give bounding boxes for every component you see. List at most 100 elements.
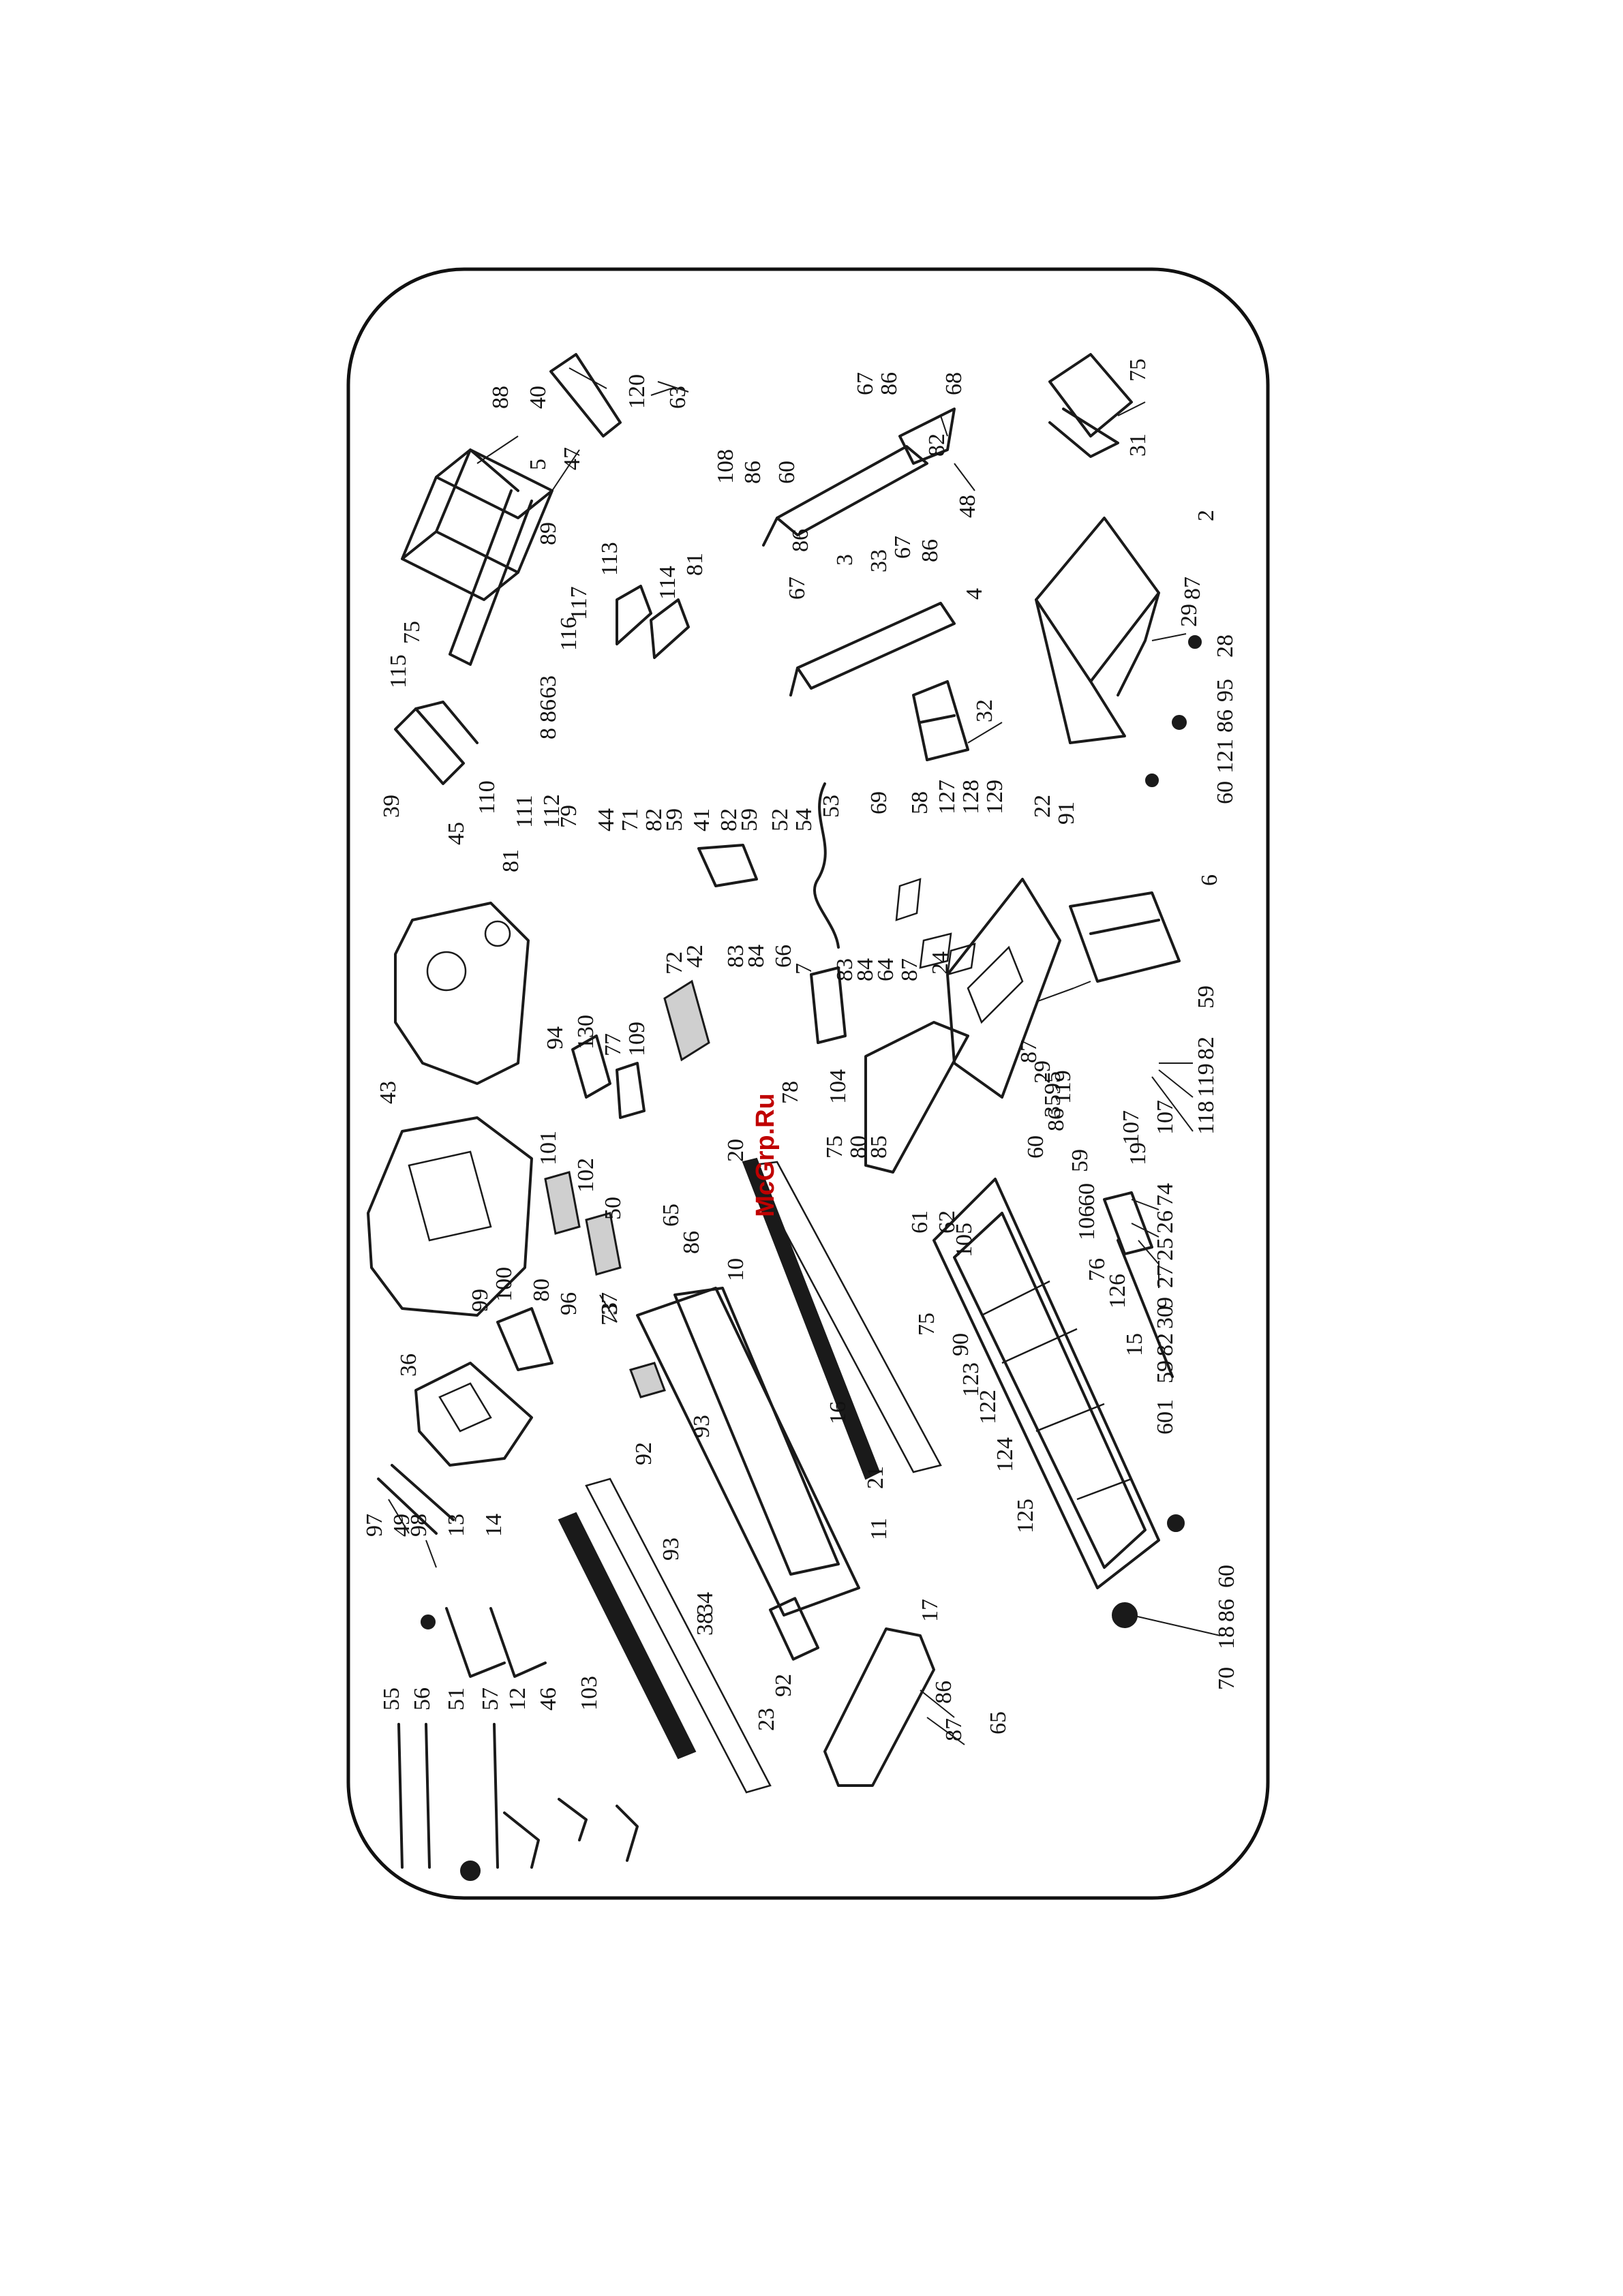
part-number-label: 75: [914, 1313, 939, 1336]
part-number-label: 38: [693, 1612, 718, 1636]
part-number-label: 87: [1180, 577, 1205, 600]
part-number-label: 92: [771, 1674, 796, 1697]
part-motor-roller: [663, 979, 710, 1062]
part-number-label: 111: [512, 795, 537, 828]
part-keypad-screen: [438, 1382, 492, 1433]
part-number-label: 67: [785, 577, 810, 600]
part-number-label: 18: [1214, 1626, 1239, 1649]
part-number-label: 8: [536, 728, 561, 739]
leader-line: [425, 1540, 437, 1568]
part-number-label: 15: [1122, 1333, 1147, 1356]
part-number-label: 64: [873, 958, 898, 981]
part-number-label: 86: [931, 1681, 956, 1704]
part-small-cover: [946, 943, 976, 976]
part-tool: [503, 1798, 588, 1869]
part-number-label: 70: [1214, 1667, 1239, 1690]
part-number-label: 104: [825, 1069, 851, 1104]
part-number-label: 80: [529, 1279, 554, 1302]
part-number-label: 124: [992, 1437, 1018, 1472]
part-bolt: [421, 1614, 436, 1629]
part-upright-right: [789, 602, 956, 697]
part-number-label: 97: [362, 1514, 387, 1537]
part-motor-hood-opening: [967, 945, 1024, 1024]
part-number-label: 93: [689, 1415, 714, 1438]
part-incline-arm: [1103, 1191, 1153, 1255]
part-number-label: 82: [1153, 1333, 1178, 1356]
part-number-label: 57: [478, 1687, 503, 1711]
part-number-label: 91: [1054, 801, 1079, 825]
part-side-rail-trim: [748, 1161, 942, 1473]
part-number-label: 11: [866, 1518, 892, 1540]
part-number-label: 95: [1213, 679, 1238, 702]
leader-line: [1131, 1614, 1221, 1636]
part-number-label: 46: [536, 1687, 561, 1711]
leader-line: [1158, 1069, 1194, 1098]
part-number-label: 54: [791, 808, 817, 831]
leader-line: [650, 388, 672, 396]
part-number-label: 60: [1023, 1135, 1048, 1159]
part-number-label: 29: [1177, 604, 1202, 627]
part-number-label: 86: [740, 461, 765, 484]
part-power-cord: [813, 782, 840, 949]
part-number-label: 88: [488, 386, 513, 409]
watermark: McGrp.Ru: [751, 1093, 780, 1217]
part-number-label: 60: [774, 461, 800, 484]
part-small-cover: [895, 878, 922, 921]
part-number-label: 84: [853, 958, 878, 981]
part-number-label: 83: [723, 945, 748, 968]
part-number-label: 3: [832, 554, 858, 566]
part-number-label: 3595: [1040, 1071, 1065, 1118]
part-number-label: 86: [877, 372, 902, 395]
part-number-label: 114: [655, 566, 680, 600]
part-number-label: 59: [737, 808, 762, 831]
part-number-label: 86: [1044, 1108, 1069, 1131]
part-number-label: 55: [379, 1687, 404, 1711]
part-number-label: 119: [1050, 1070, 1076, 1104]
part-number-label: 89: [536, 522, 561, 545]
part-number-label: 108: [713, 449, 738, 484]
leader-line: [657, 381, 689, 393]
part-number-label: 60: [1153, 1411, 1178, 1435]
part-number-label: 40: [526, 386, 551, 409]
part-motor-hood: [946, 878, 1061, 1099]
part-number-label: 86: [536, 699, 561, 722]
leader-line: [1151, 1076, 1194, 1132]
part-number-label: 96: [556, 1292, 581, 1315]
part-number-label: 7: [791, 963, 817, 975]
part-number-label: 106: [1074, 1206, 1099, 1240]
part-number-label: 59: [1194, 985, 1219, 1009]
part-number-label: 12: [505, 1687, 530, 1711]
diagram-frame: [346, 267, 1270, 1900]
leader-line: [1073, 981, 1091, 989]
part-number-label: 130: [573, 1015, 598, 1050]
part-number-label: 122: [975, 1390, 1001, 1424]
part-number-label: 19: [1125, 1142, 1151, 1165]
leader-line: [954, 463, 975, 491]
part-number-label: 112: [539, 794, 564, 828]
part-number-label: 60: [1213, 781, 1238, 804]
part-number-label: 86: [917, 539, 943, 562]
part-number-label: 74: [1153, 1183, 1178, 1206]
part-number-label: 83: [832, 958, 858, 981]
part-number-label: 36: [396, 1353, 421, 1377]
part-number-label: 85: [866, 1135, 892, 1159]
part-base-frame: [1035, 517, 1160, 744]
part-number-label: 1: [1153, 1399, 1178, 1411]
part-number-label: 76: [1084, 1258, 1110, 1281]
part-number-label: 5: [526, 459, 551, 470]
leader-line: [476, 435, 519, 464]
leader-line: [1035, 988, 1074, 1002]
part-number-label: 94: [543, 1026, 568, 1050]
part-number-label: 125: [1013, 1499, 1038, 1533]
part-number-label: 110: [474, 780, 500, 814]
leader-line: [568, 367, 607, 389]
part-console-speaker: [426, 951, 467, 992]
part-number-label: 51: [444, 1687, 469, 1711]
part-number-label: 78: [778, 1081, 803, 1104]
part-number-label: 81: [682, 553, 708, 576]
part-number-label: 84: [744, 945, 769, 968]
part-number-label: 34: [693, 1592, 718, 1615]
part-number-label: 93: [658, 1537, 684, 1561]
leader-line: [1138, 1240, 1159, 1265]
